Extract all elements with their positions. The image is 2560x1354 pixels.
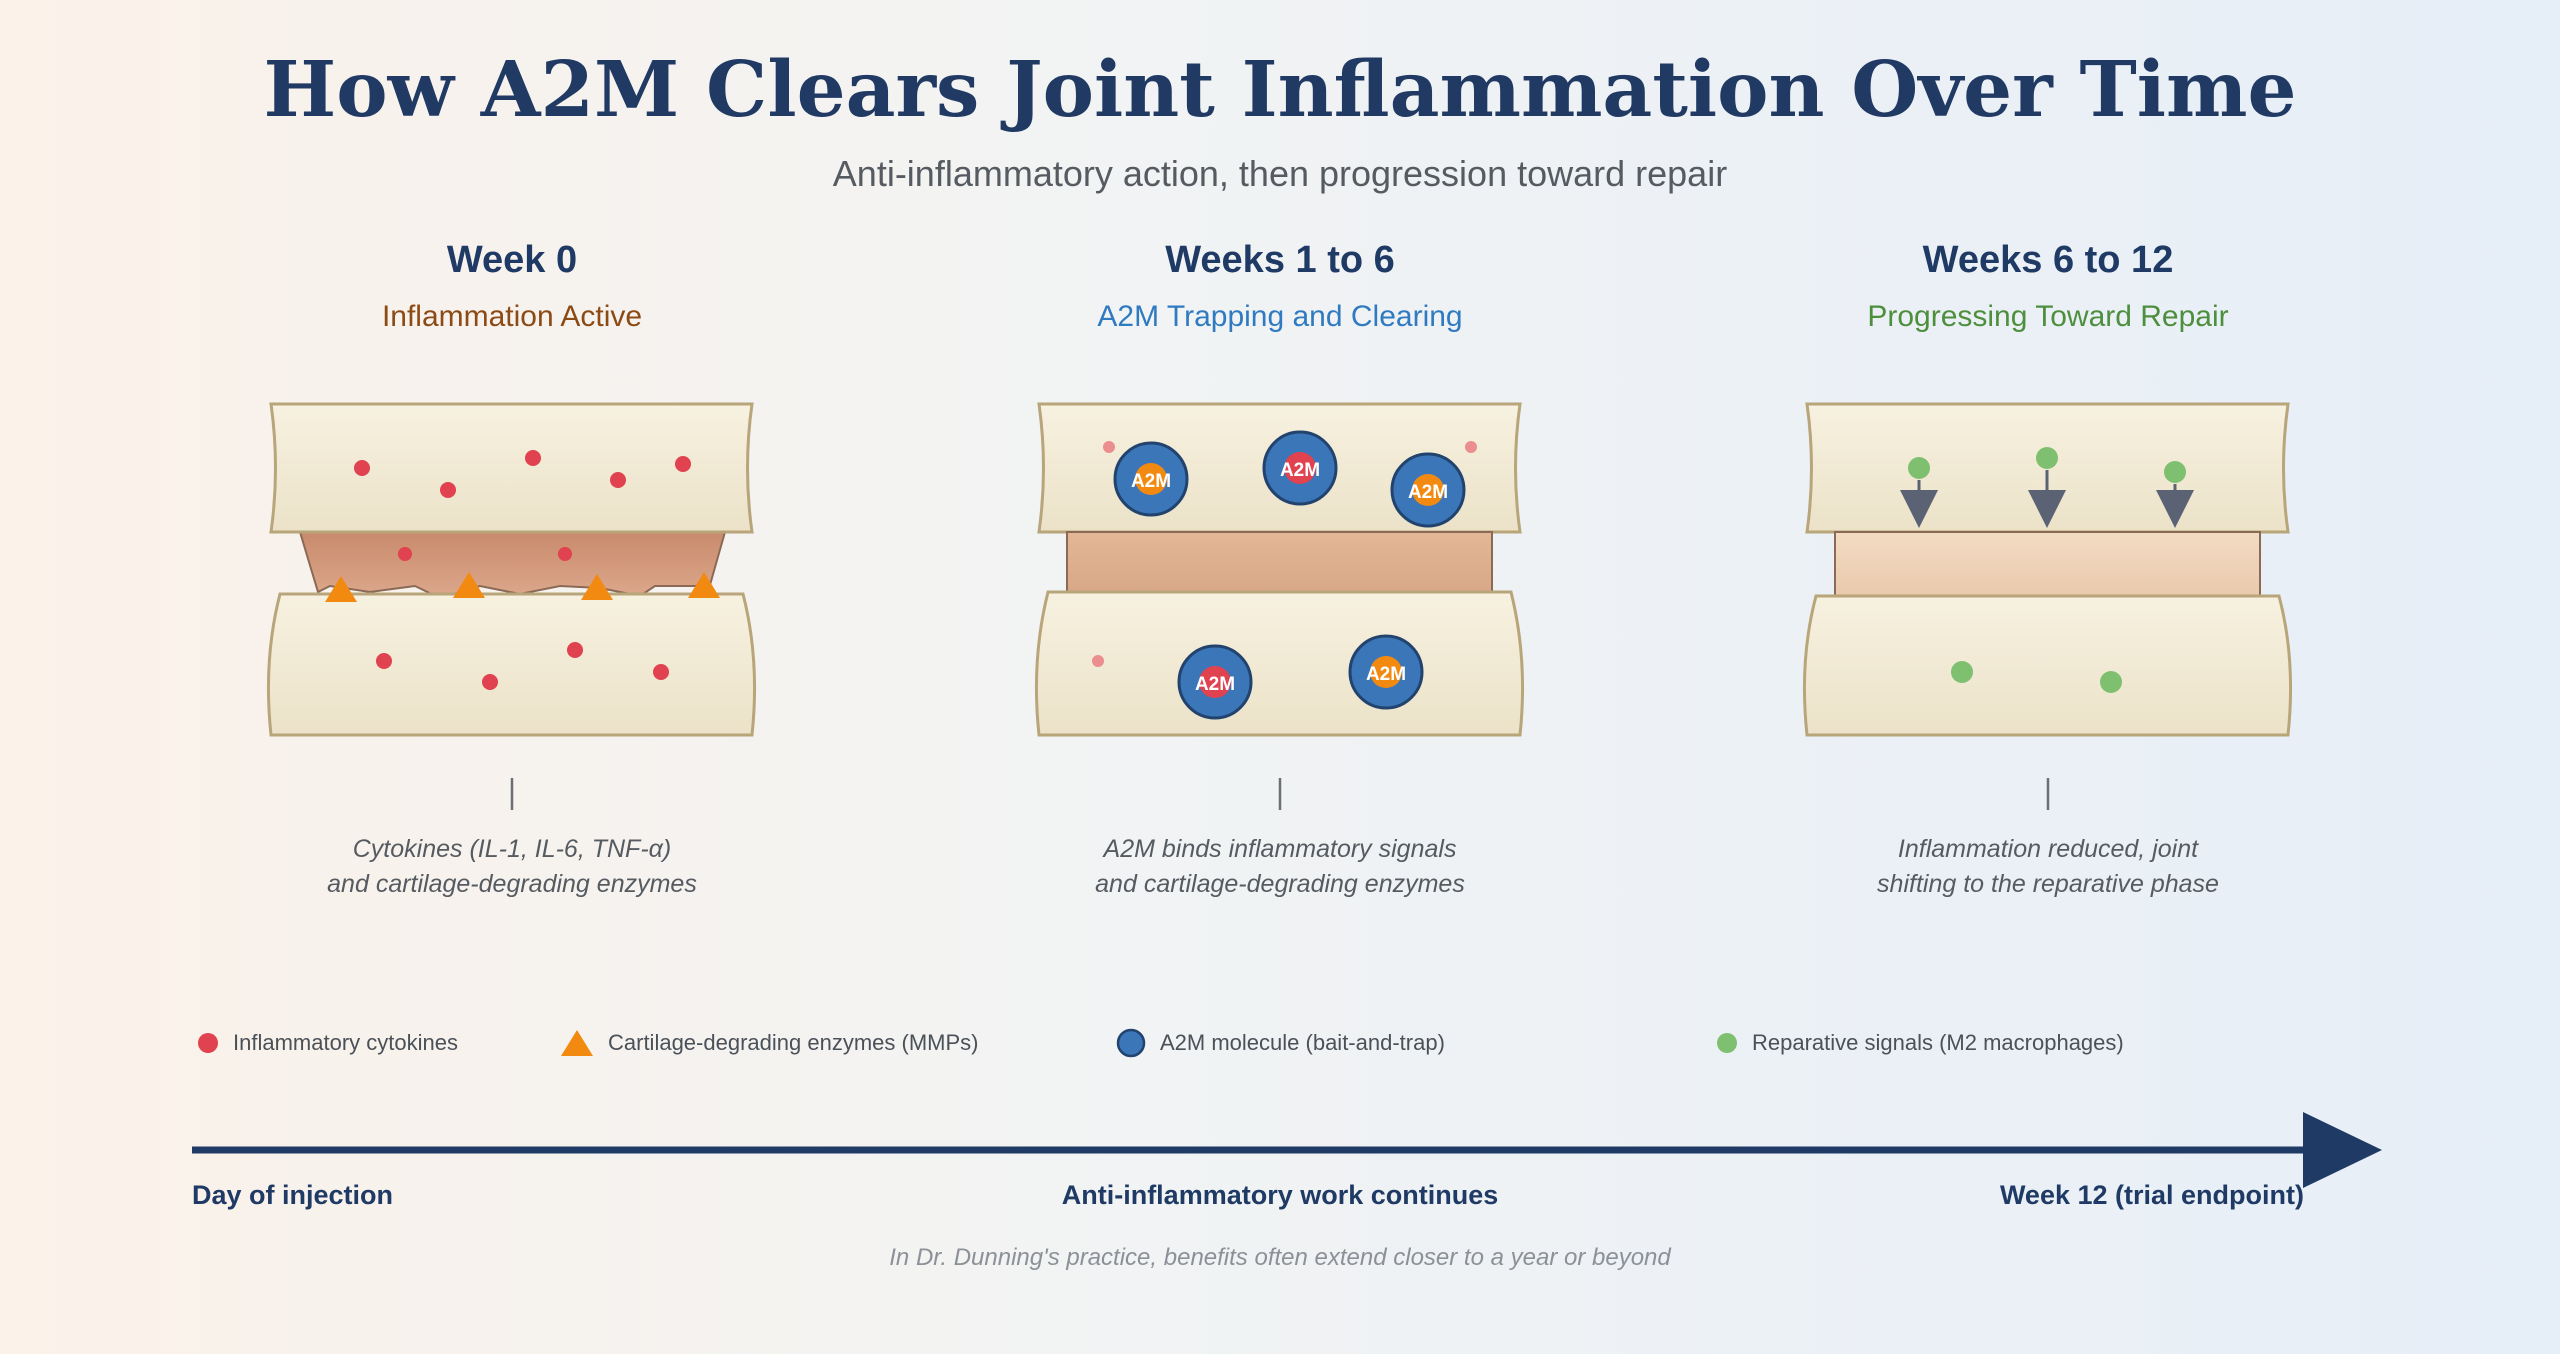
stage-description: Cytokines (IL-1, IL-6, TNF-α) and cartil… xyxy=(112,832,912,902)
lower-bone xyxy=(1034,590,1525,737)
reparative-dot xyxy=(2100,671,2122,693)
reparative-dot xyxy=(2164,461,2186,483)
a2m-label: A2M xyxy=(1280,460,1320,481)
joint-weeks-6-12 xyxy=(1802,402,2293,737)
enzyme-triangle xyxy=(325,576,357,602)
cytokine-dot xyxy=(567,642,583,658)
stage-heading: Week 0 xyxy=(446,239,578,281)
cytokine-dot xyxy=(376,653,392,669)
a2m-molecule: A2M xyxy=(1348,634,1424,710)
stage-description: A2M binds inflammatory signals and carti… xyxy=(880,832,1680,902)
timeline-start-label: Day of injection xyxy=(192,1180,394,1210)
enzyme-triangle xyxy=(581,574,613,600)
down-arrow-icon xyxy=(2156,490,2194,528)
timeline-end-label: Week 12 (trial endpoint) xyxy=(1999,1180,2304,1210)
cytokine-dot xyxy=(653,664,669,680)
inflamed-cartilage xyxy=(298,531,727,600)
upper-bone xyxy=(269,402,754,534)
reparative-dot xyxy=(2036,447,2058,469)
cytokine-dot xyxy=(354,460,370,476)
stage-heading: Weeks 1 to 6 xyxy=(1165,239,1395,281)
cytokine-dot xyxy=(675,456,691,472)
down-arrow-icon xyxy=(2028,490,2066,528)
description-line: and cartilage-degrading enzymes xyxy=(1095,870,1465,898)
a2m-molecule: A2M xyxy=(1113,441,1189,517)
stage-weeks-1-6: Weeks 1 to 6 A2M Trapping and Clearing xyxy=(880,235,1680,337)
page-title: How A2M Clears Joint Inflammation Over T… xyxy=(263,45,2297,135)
legend-item-enzymes: Cartilage-degrading enzymes (MMPs) xyxy=(560,1023,978,1063)
a2m-molecule: A2M xyxy=(1262,430,1338,506)
legend-label: A2M molecule (bait-and-trap) xyxy=(1160,1030,1445,1055)
cytokine-dot-faded xyxy=(1465,441,1477,453)
stage-week-0: Week 0 Inflammation Active xyxy=(112,235,912,337)
description-line: Inflammation reduced, joint xyxy=(1897,835,2199,863)
a2m-label: A2M xyxy=(1366,664,1406,685)
green-dot-icon xyxy=(1717,1033,1737,1053)
legend-label: Reparative signals (M2 macrophages) xyxy=(1752,1030,2124,1055)
stage-label: Inflammation Active xyxy=(381,300,643,333)
description-line: shifting to the reparative phase xyxy=(1877,870,2219,898)
description-line: A2M binds inflammatory signals xyxy=(1103,835,1457,863)
lower-bone xyxy=(1802,594,2293,737)
lower-bone xyxy=(266,592,757,737)
description-line: Cytokines (IL-1, IL-6, TNF-α) xyxy=(352,835,672,863)
orange-triangle-icon xyxy=(561,1030,593,1056)
cytokine-dot-faded xyxy=(1103,441,1115,453)
cytokine-dot-faded xyxy=(1092,655,1104,667)
timeline-arrowhead-icon xyxy=(2303,1112,2382,1188)
cartilage-layer xyxy=(1066,531,1493,593)
stage-label: A2M Trapping and Clearing xyxy=(1097,300,1463,333)
reparative-dot xyxy=(1908,457,1930,479)
cytokine-dot xyxy=(525,450,541,466)
stage-weeks-6-12: Weeks 6 to 12 Progressing Toward Repair xyxy=(1648,235,2448,337)
stage-heading: Weeks 6 to 12 xyxy=(1922,239,2174,281)
a2m-label: A2M xyxy=(1131,471,1171,492)
description-line: and cartilage-degrading enzymes xyxy=(327,870,697,898)
a2m-label: A2M xyxy=(1408,482,1448,503)
joint-weeks-1-6: A2M A2M A2M A2M A2M xyxy=(1034,402,1525,737)
page-subtitle: Anti-inflammatory action, then progressi… xyxy=(832,153,1728,194)
reparative-dot xyxy=(1951,661,1973,683)
joint-week-0 xyxy=(266,402,757,737)
cytokine-dot xyxy=(610,472,626,488)
cytokine-dot xyxy=(558,547,572,561)
stage-label: Progressing Toward Repair xyxy=(1867,300,2229,333)
a2m-molecule: A2M xyxy=(1390,452,1466,528)
footnote: In Dr. Dunning's practice, benefits ofte… xyxy=(889,1244,1671,1271)
a2m-label: A2M xyxy=(1195,674,1235,695)
legend-label: Inflammatory cytokines xyxy=(233,1030,458,1055)
cytokine-dot xyxy=(482,674,498,690)
legend-item-a2m: A2M molecule (bait-and-trap) xyxy=(1116,1023,1445,1063)
stage-description: Inflammation reduced, joint shifting to … xyxy=(1648,832,2448,902)
enzyme-triangle xyxy=(688,572,720,598)
legend-item-reparative: Reparative signals (M2 macrophages) xyxy=(1716,1023,2124,1063)
timeline-middle-label: Anti-inflammatory work continues xyxy=(1061,1180,1499,1210)
enzyme-triangle xyxy=(453,572,485,598)
cytokine-dot xyxy=(398,547,412,561)
healthy-cartilage xyxy=(1834,531,2261,597)
legend-label: Cartilage-degrading enzymes (MMPs) xyxy=(608,1030,979,1055)
legend-item-cytokines: Inflammatory cytokines xyxy=(197,1023,458,1063)
cytokine-dot xyxy=(440,482,456,498)
red-dot-icon xyxy=(198,1033,218,1053)
blue-circle-icon xyxy=(1116,1028,1146,1058)
a2m-molecule: A2M xyxy=(1177,644,1253,720)
down-arrow-icon xyxy=(1900,490,1938,528)
